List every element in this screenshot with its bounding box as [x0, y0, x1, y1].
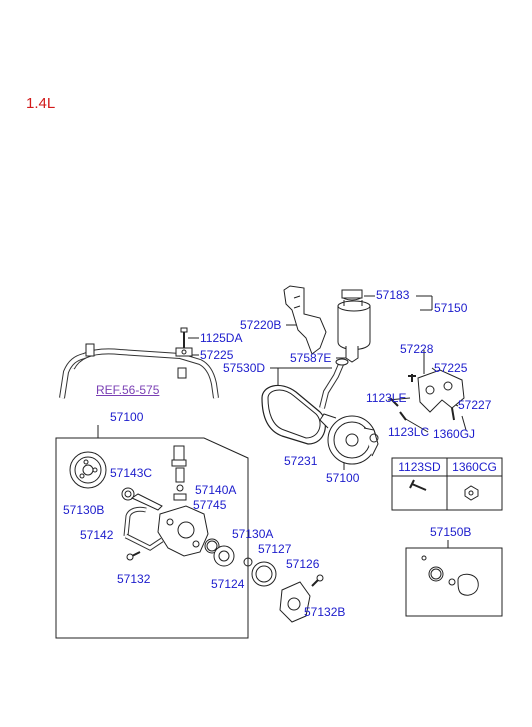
part-label-57225-right: 57225 — [434, 361, 468, 375]
hardware-table-col2: 1360CG — [452, 460, 497, 474]
part-label-57142: 57142 — [80, 528, 114, 542]
part-label-57127: 57127 — [258, 542, 292, 556]
part-label-57132B: 57132B — [304, 605, 346, 619]
part-label-57130A: 57130A — [232, 527, 274, 541]
part-label-57225-left: 57225 — [200, 348, 234, 362]
part-label-57530D: 57530D — [223, 361, 266, 375]
hardware-table-col1: 1123SD — [398, 460, 441, 474]
pump-assembly-box — [55, 437, 249, 639]
part-label-57126: 57126 — [286, 557, 320, 571]
part-label-57100-top: 57100 — [326, 471, 360, 485]
part-label-57587E: 57587E — [290, 351, 332, 365]
drive-belt — [261, 384, 326, 445]
reservoir-body — [337, 305, 371, 350]
part-label-57150: 57150 — [434, 301, 468, 315]
seal-kit-box — [405, 547, 503, 617]
part-label-57745: 57745 — [193, 498, 227, 512]
hose-clamp — [85, 343, 95, 357]
reservoir-bracket — [283, 285, 327, 355]
part-label-57220B: 57220B — [240, 318, 282, 332]
part-label-57132: 57132 — [117, 572, 151, 586]
part-label-57231: 57231 — [284, 454, 318, 468]
part-label-57100-assembly: 57100 — [110, 410, 144, 424]
part-label-57143C: 57143C — [110, 466, 153, 480]
part-label-57150B: 57150B — [430, 525, 472, 539]
part-label-1360GJ: 1360GJ — [433, 427, 476, 441]
pump-body — [157, 505, 209, 557]
part-label-57183: 57183 — [376, 288, 410, 302]
part-label-57228: 57228 — [400, 342, 434, 356]
part-label-1123LC: 1123LC — [388, 425, 430, 439]
part-label-57124: 57124 — [211, 577, 245, 591]
part-label-1123LE: 1123LE — [366, 391, 407, 405]
part-label-57130B: 57130B — [63, 503, 105, 517]
part-label-1125DA: 1125DA — [200, 331, 243, 345]
reference-link[interactable]: REF.56-575 — [96, 383, 160, 397]
part-label-57140A: 57140A — [195, 483, 237, 497]
part-label-57227: 57227 — [458, 398, 492, 412]
engine-variant-label: 1.4L — [26, 95, 56, 112]
